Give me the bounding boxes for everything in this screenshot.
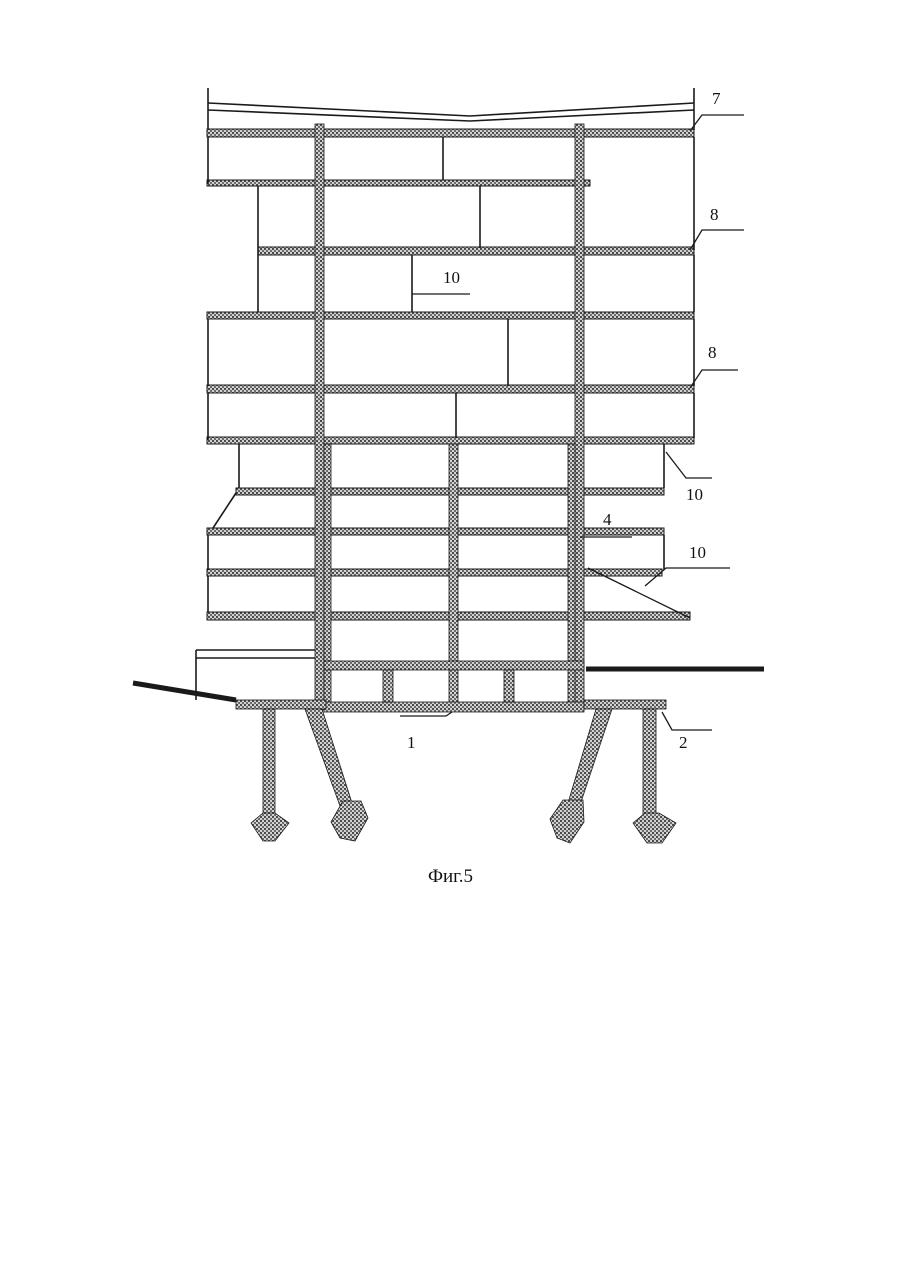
lower-floor-slabs bbox=[207, 488, 690, 620]
slab-l4 bbox=[207, 612, 690, 620]
platform-2 bbox=[584, 700, 666, 709]
callout-4: 4 bbox=[603, 510, 612, 529]
strut-left-foot bbox=[331, 801, 368, 841]
basement-top bbox=[324, 661, 584, 670]
column-4 bbox=[575, 124, 584, 710]
callout-8-upper: 8 bbox=[710, 205, 719, 224]
callout-7: 7 bbox=[712, 89, 721, 108]
pile-right bbox=[643, 709, 656, 819]
strut-left bbox=[305, 709, 352, 806]
figure-caption: Фиг.5 bbox=[0, 866, 901, 888]
callout-10-inner: 10 bbox=[443, 268, 460, 287]
pile-right-foot bbox=[633, 813, 676, 843]
strut-right-foot bbox=[550, 800, 584, 843]
column-left bbox=[315, 124, 324, 710]
slab-l3 bbox=[207, 569, 662, 576]
slab-7-bottom bbox=[207, 180, 590, 186]
supports bbox=[251, 709, 676, 843]
basement-bottom-1 bbox=[324, 702, 584, 712]
strut-right bbox=[568, 709, 612, 805]
callout-1: 1 bbox=[407, 733, 416, 752]
callout-2: 2 bbox=[679, 733, 688, 752]
basement-rib-b bbox=[504, 670, 514, 702]
roof bbox=[208, 88, 694, 130]
pile-left bbox=[263, 709, 275, 817]
slab-7 bbox=[207, 129, 694, 137]
callout-10-upper: 10 bbox=[686, 485, 703, 504]
basement-rib-a bbox=[383, 670, 393, 702]
columns bbox=[315, 124, 584, 710]
slab-l2 bbox=[207, 528, 664, 535]
platform-left bbox=[236, 700, 326, 709]
slab-upper-mid bbox=[207, 312, 694, 319]
callout-8-lower: 8 bbox=[708, 343, 717, 362]
slab-8-lower bbox=[207, 385, 694, 393]
pile-left-foot bbox=[251, 813, 289, 841]
callout-10-lower: 10 bbox=[689, 543, 706, 562]
slab-lower-upper-part bbox=[207, 437, 694, 444]
